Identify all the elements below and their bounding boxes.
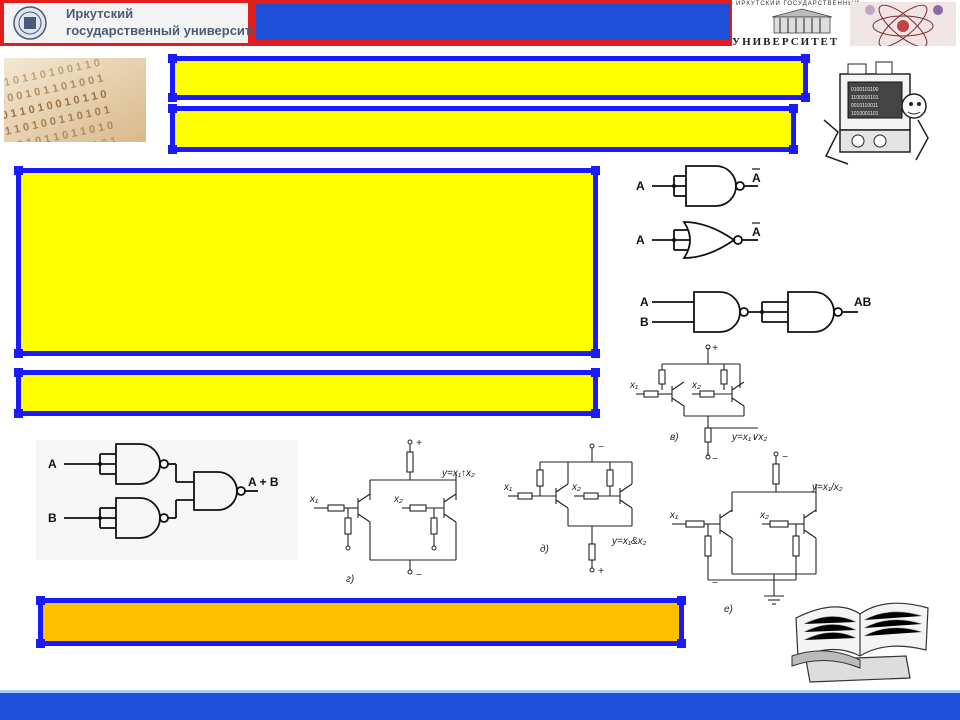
or-gate-input-a-label: A (48, 457, 57, 471)
circuit-g-diagram: x₁ x₂ + − y=x₁↑x₂ г) (309, 438, 475, 585)
or-gate-nand-diagram: A B A + B (36, 440, 298, 560)
circuit-g-x1-label: x₁ (309, 494, 318, 505)
circuit-g-caption: г) (346, 574, 354, 585)
circuit-d-diagram: x₁ x₂ − + y=x₁&x₂ д) (504, 442, 647, 577)
right-caption-main: УНИВЕРСИТЕТ (732, 36, 840, 48)
circuit-v-plus-label: + (712, 343, 718, 354)
university-logo: Иркутский государственный университет (4, 3, 265, 43)
circuit-e-diagram: x₁ x₂ − − y=x₁/x₂ е) (669, 451, 843, 615)
svg-text:0100101100: 0100101100 (851, 87, 879, 93)
circuit-d-x1-label: x₁ (504, 482, 512, 493)
circuit-d-caption: д) (540, 544, 549, 555)
not-gate-1-input-label: A (636, 179, 645, 193)
open-books-image (786, 568, 936, 686)
circuit-e-caption: е) (724, 604, 733, 615)
circuit-v-x2-label: x₂ (691, 380, 701, 391)
circuit-e-minus-bottom-label: − (712, 578, 718, 589)
circuit-d-x2-label: x₂ (571, 482, 581, 493)
not-gate-2-output-label: A (752, 225, 761, 239)
header-title-bar (254, 2, 732, 42)
right-caption-top: ИРКУТСКИЙ ГОСУДАРСТВЕННЫЙ (736, 1, 860, 7)
title-box-1 (168, 54, 810, 102)
university-name-line2: государственный университет (66, 23, 265, 38)
university-name-line1: Иркутский (66, 6, 134, 21)
circuit-v-output-label: y=x₁∨x₂ (731, 432, 767, 443)
circuit-d-output-label: y=x₁&x₂ (611, 536, 647, 547)
computer-cartoon-image: 0100101100 1100010101 0010110011 101000110… (818, 60, 938, 170)
circuit-d-plus-label: + (598, 566, 604, 577)
circuit-v-diagram: x₁ x₂ + − y=x₁∨x₂ в) (629, 343, 767, 465)
circuit-g-minus-label: − (416, 570, 422, 581)
circuit-d-minus-label: − (598, 442, 604, 453)
atom-emblem-icon (850, 2, 956, 46)
content-box-secondary (14, 368, 600, 418)
circuit-v-caption: в) (670, 432, 679, 443)
circuit-g-x2-label: x₂ (393, 494, 403, 505)
university-seal-icon (13, 6, 47, 40)
circuit-g-plus-label: + (416, 438, 422, 449)
summary-box-orange (36, 596, 686, 648)
and-gate-input-b-label: B (640, 315, 649, 329)
svg-text:1100010101: 1100010101 (851, 95, 879, 101)
svg-text:0010110011: 0010110011 (851, 103, 878, 109)
footer-bar (0, 690, 960, 720)
circuit-v-x1-label: x₁ (629, 380, 638, 391)
not-gate-2-input-label: A (636, 233, 645, 247)
and-gate-input-a-label: A (640, 295, 649, 309)
circuit-e-output-label: y=x₁/x₂ (811, 482, 843, 493)
title-box-2 (168, 104, 798, 154)
or-gate-output-label: A + B (248, 475, 279, 489)
not-gate-1-output-label: A (752, 171, 761, 185)
svg-text:1010001101: 1010001101 (851, 111, 879, 117)
or-gate-input-b-label: B (48, 511, 57, 525)
and-gate-output-label: AB (854, 295, 872, 309)
content-box-main (14, 166, 600, 358)
circuit-g-output-label: y=x₁↑x₂ (441, 468, 475, 479)
circuit-v-minus-label: − (712, 454, 718, 465)
university-building-icon (771, 8, 833, 34)
circuit-e-x1-label: x₁ (669, 510, 678, 521)
logic-gate-diagrams: A A A A A B AB (636, 165, 872, 333)
header-right-logos: ИРКУТСКИЙ ГОСУДАРСТВЕННЫЙ УНИВЕРСИТЕТ (732, 0, 960, 48)
circuit-e-x2-label: x₂ (759, 510, 769, 521)
circuit-e-minus-top-label: − (782, 452, 788, 463)
binary-digits-image: 0 1 0 1 1 0 1 0 0 1 1 0 1 0 0 1 0 1 1 0 … (4, 58, 146, 142)
